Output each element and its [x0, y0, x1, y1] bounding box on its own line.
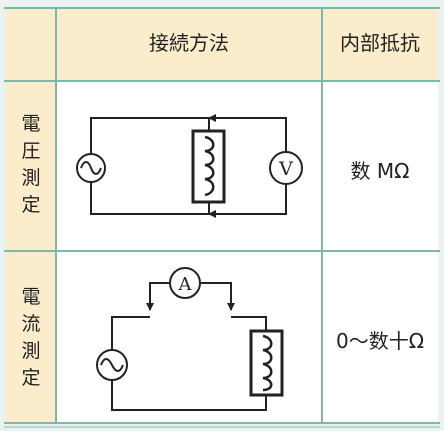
ac-source-icon [96, 349, 128, 381]
voltage-circuit [90, 114, 287, 218]
row2-label-char: 定 [21, 367, 40, 389]
row2-label-char: 測 [21, 340, 40, 362]
row1-label: 電 圧 測 定 [21, 113, 40, 216]
wire [90, 117, 210, 155]
coil-icon [249, 329, 284, 397]
ammeter-icon: A [169, 267, 201, 299]
header-method: 接続方法 [149, 31, 229, 55]
row2-resistance: 0〜数十Ω [336, 329, 424, 353]
row2-resistance-cell [322, 251, 438, 423]
row2-label-char: 流 [21, 313, 40, 335]
wire [111, 316, 150, 350]
row1-resistance-cell [322, 81, 438, 251]
row2-label-cell [6, 251, 56, 423]
row1-label-cell [6, 81, 56, 251]
wire-arrow [146, 282, 170, 311]
current-circuit [111, 282, 267, 411]
wire-arrow [208, 114, 287, 152]
ammeter-symbol: A [178, 274, 193, 295]
row2-label: 電 流 測 定 [21, 286, 40, 389]
row1-label-char: 測 [21, 167, 40, 189]
voltmeter-symbol: V [278, 158, 293, 180]
header-method-cell [56, 8, 322, 81]
table-grid [4, 7, 440, 424]
row2-label-char: 電 [21, 286, 40, 308]
voltmeter-icon: V [269, 151, 303, 185]
row1-label-char: 電 [21, 113, 40, 135]
corner-cell [6, 8, 56, 81]
header-resistance: 内部抵抗 [340, 31, 420, 55]
coil-icon [191, 129, 226, 204]
wire [90, 181, 210, 215]
wire-arrow [199, 282, 235, 311]
row1-resistance: 数 MΩ [351, 159, 410, 183]
row1-label-char: 圧 [21, 140, 40, 162]
ac-source-icon [76, 153, 106, 183]
wire [231, 316, 267, 331]
header-resistance-cell [322, 8, 438, 81]
row1-label-char: 定 [21, 194, 40, 216]
wire [111, 380, 267, 411]
wire-arrow [208, 184, 287, 218]
